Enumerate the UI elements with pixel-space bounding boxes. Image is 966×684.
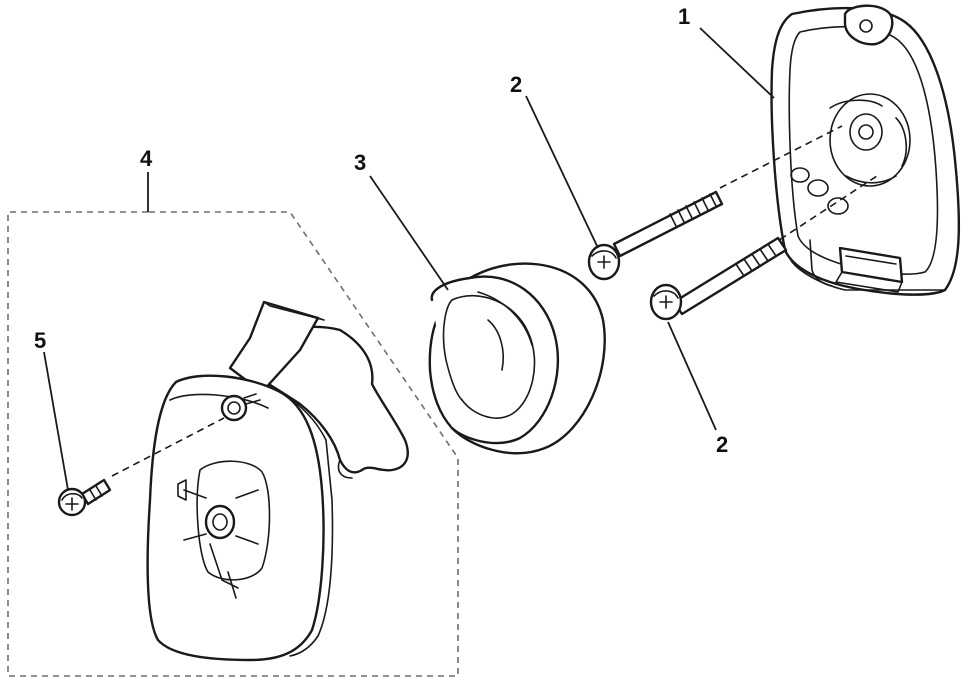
bolt-lower bbox=[649, 173, 881, 321]
callout-number-1: 1 bbox=[678, 4, 690, 29]
leader-line-2-lower bbox=[667, 321, 717, 431]
callout-number-5: 5 bbox=[34, 328, 46, 353]
cover-screw bbox=[57, 417, 225, 517]
leader-line-2-upper bbox=[525, 95, 599, 249]
callout-number-2-upper: 2 bbox=[510, 72, 522, 97]
leader-line-3 bbox=[369, 175, 449, 291]
leader-line-1 bbox=[699, 27, 775, 99]
bolt-upper bbox=[587, 125, 843, 281]
foam-filter-element bbox=[428, 262, 606, 455]
callout-number-3: 3 bbox=[354, 150, 366, 175]
air-cleaner-front-cover bbox=[146, 300, 409, 662]
callout-number-2-lower: 2 bbox=[716, 432, 728, 457]
leader-line-5 bbox=[43, 351, 69, 491]
callout-number-4: 4 bbox=[140, 146, 153, 171]
air-cleaner-base-plate bbox=[770, 4, 961, 296]
